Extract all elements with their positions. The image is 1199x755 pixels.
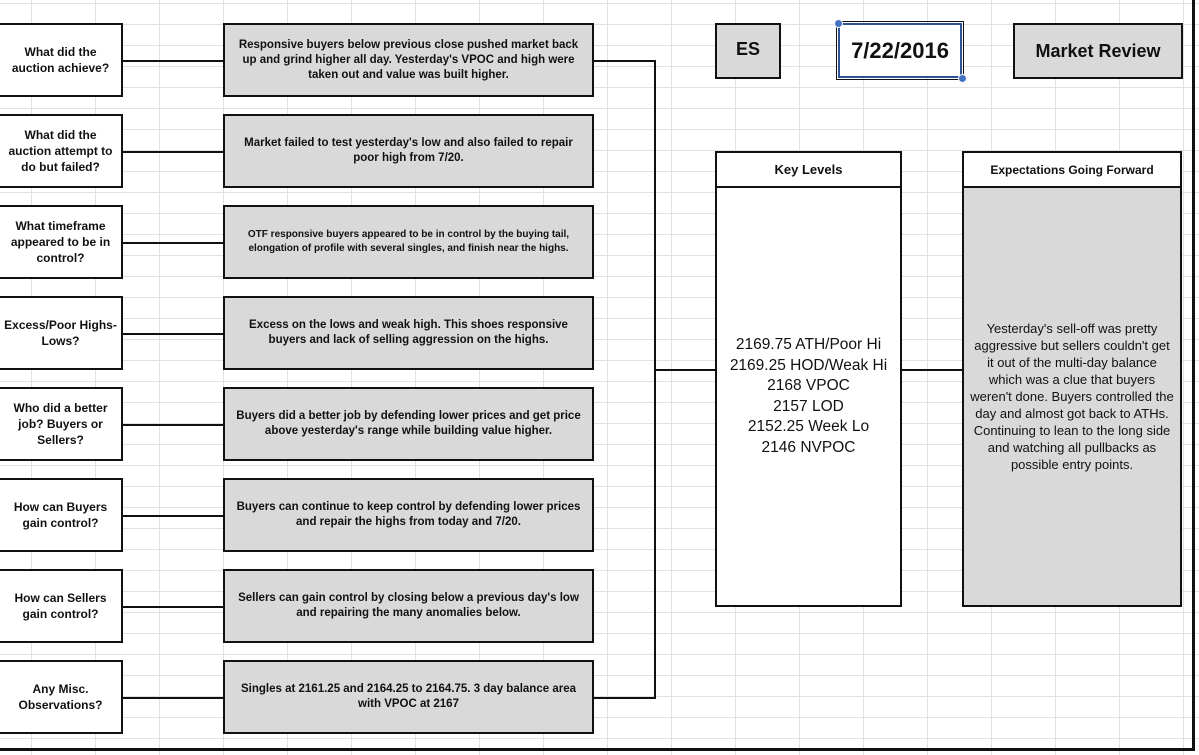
key-level-item: 2169.25 HOD/Weak Hi (729, 356, 888, 374)
question-box-5[interactable]: Who did a better job? Buyers or Sellers? (0, 387, 123, 461)
connector-line (123, 515, 223, 517)
expectations-text[interactable]: Yesterday's sell-off was pretty aggressi… (962, 186, 1182, 607)
answer-box-6[interactable]: Buyers can continue to keep control by d… (223, 478, 594, 552)
connector-line (123, 424, 223, 426)
connector-line (123, 697, 223, 699)
selection-handle-top-left[interactable] (834, 19, 843, 28)
key-level-item: 2168 VPOC (767, 377, 850, 394)
key-level-item: 2169.75 ATH/Poor Hi (735, 336, 882, 353)
bracket-vertical (654, 60, 656, 699)
answer-box-2[interactable]: Market failed to test yesterday's low an… (223, 114, 594, 188)
bracket-stub (594, 697, 656, 699)
key-levels-to-expectations (900, 369, 964, 371)
key-level-item: 2146 NVPOC (761, 438, 856, 456)
question-box-6[interactable]: How can Buyers gain control? (0, 478, 123, 552)
connector-line (123, 606, 223, 608)
key-levels-list[interactable]: 2169.75 ATH/Poor Hi 2169.25 HOD/Weak Hi … (715, 186, 902, 607)
selection-handle-bottom-right[interactable] (958, 74, 967, 83)
answer-box-5[interactable]: Buyers did a better job by defending low… (223, 387, 594, 461)
answer-box-4[interactable]: Excess on the lows and weak high. This s… (223, 296, 594, 370)
answer-box-7[interactable]: Sellers can gain control by closing belo… (223, 569, 594, 643)
title-cell[interactable]: Market Review (1013, 23, 1183, 79)
connector-line (123, 333, 223, 335)
question-box-4[interactable]: Excess/Poor Highs-Lows? (0, 296, 123, 370)
connector-line (123, 151, 223, 153)
answer-box-1[interactable]: Responsive buyers below previous close p… (223, 23, 594, 97)
question-box-8[interactable]: Any Misc. Observations? (0, 660, 123, 734)
ticker-cell[interactable]: ES (715, 23, 781, 79)
bracket-stub (594, 60, 656, 62)
key-level-item: 2152.25 Week Lo (747, 418, 870, 435)
question-box-2[interactable]: What did the auction attempt to do but f… (0, 114, 123, 188)
key-level-item: 2157 LOD (773, 397, 844, 415)
key-levels-title[interactable]: Key Levels (715, 151, 902, 188)
question-box-7[interactable]: How can Sellers gain control? (0, 569, 123, 643)
question-box-1[interactable]: What did the auction achieve? (0, 23, 123, 97)
question-box-3[interactable]: What timeframe appeared to be in control… (0, 205, 123, 279)
expectations-title[interactable]: Expectations Going Forward (962, 151, 1182, 188)
bracket-to-key-levels (654, 369, 716, 371)
answer-box-8[interactable]: Singles at 2161.25 and 2164.25 to 2164.7… (223, 660, 594, 734)
connector-line (123, 242, 223, 244)
date-cell-selected[interactable]: 7/22/2016 (836, 21, 964, 80)
connector-line (123, 60, 223, 62)
answer-box-3[interactable]: OTF responsive buyers appeared to be in … (223, 205, 594, 279)
